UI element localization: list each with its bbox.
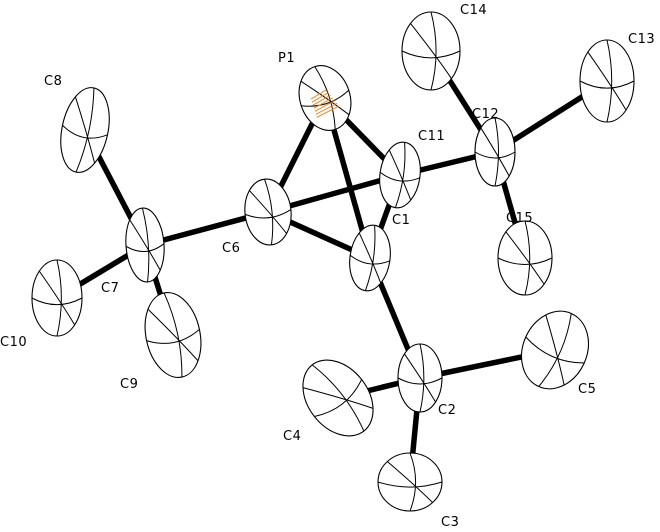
ellipsoid-c13: [579, 39, 635, 123]
octant-line-c14-2: [410, 23, 452, 79]
atom-p1: [298, 65, 352, 131]
atom-c12: [474, 117, 516, 187]
atom-c4: [302, 359, 374, 437]
octant-line-c11-2: [388, 149, 412, 201]
atom-c8: [60, 87, 110, 173]
octant-line-c15-2: [505, 231, 545, 285]
octant-line-p1-1: [314, 66, 336, 130]
atom-label-p1: P1: [278, 51, 295, 66]
atom-c9: [144, 292, 202, 378]
atom-c10: [31, 259, 83, 337]
atom-c11: [379, 141, 421, 209]
octant-line-c12-2: [480, 127, 510, 177]
atom-layer: [31, 11, 635, 512]
atom-label-c14: C14: [460, 3, 487, 18]
octant-line-c10-1: [56, 259, 62, 337]
octant-line-c6-0: [244, 209, 292, 219]
octant-line-c10-2: [39, 271, 75, 325]
octant-line-c3-0: [377, 481, 443, 488]
octant-line-c2-0: [397, 377, 443, 385]
ellipsoid-c4: [302, 359, 374, 437]
octant-line-c2-1: [419, 343, 425, 413]
octant-line-c11-1: [394, 142, 406, 208]
atom-label-c10: C10: [0, 335, 27, 350]
hatch-line-p1-3: [313, 97, 333, 109]
atom-c3: [377, 452, 443, 512]
octant-line-c4-0: [314, 379, 363, 417]
atom-label-c13: C13: [628, 32, 655, 47]
hatch-line-p1-2: [312, 94, 331, 106]
octant-line-c8-2: [75, 97, 95, 163]
octant-line-c13-2: [587, 52, 627, 110]
octant-line-c13-1: [606, 39, 613, 123]
octant-line-c12-1: [494, 117, 499, 187]
hatch-line-p1-0: [310, 89, 327, 100]
atom-c14: [401, 11, 461, 91]
octant-line-p1-0: [301, 89, 350, 107]
octant-line-c9-2: [147, 309, 199, 361]
octant-line-c9-1: [163, 292, 183, 378]
octant-line-c6-1: [264, 179, 274, 245]
octant-line-c7-0: [125, 243, 165, 252]
octant-line-c15-0: [497, 257, 553, 265]
octant-line-c5-2: [545, 315, 565, 385]
octant-line-c1-0: [349, 254, 390, 265]
atom-label-c11: C11: [418, 129, 445, 144]
octant-line-c11-0: [379, 171, 420, 182]
atom-c15: [497, 220, 553, 296]
atom-label-c9: C9: [120, 377, 138, 392]
octant-line-c4-2: [303, 387, 373, 409]
atom-c13: [579, 39, 635, 123]
hatch-line-p1-6: [316, 105, 340, 118]
atom-label-c3: C3: [441, 515, 459, 530]
hatch-line-p1-5: [315, 102, 338, 115]
octant-line-c1-2: [358, 232, 382, 284]
octant-line-c5-0: [525, 336, 585, 364]
atom-label-c15: C15: [506, 211, 533, 226]
hatch-line-p1-4: [314, 100, 336, 112]
ellipsoid-c9: [144, 292, 202, 378]
octant-line-c2-2: [404, 353, 436, 403]
octant-line-c10-0: [31, 297, 83, 306]
atom-c7: [125, 207, 165, 283]
octant-line-c14-1: [430, 11, 437, 91]
octant-line-c3-1: [409, 452, 417, 512]
atom-label-c7: C7: [101, 281, 119, 296]
atom-c2: [397, 343, 443, 413]
atom-label-c4: C4: [283, 429, 301, 444]
atom-label-c5: C5: [578, 382, 596, 397]
octant-line-c13-0: [579, 80, 635, 89]
ellipsoid-c10: [31, 259, 83, 337]
octant-line-c5-1: [538, 313, 572, 387]
atom-label-c2: C2: [438, 403, 456, 418]
atom-c1: [349, 224, 391, 292]
octant-line-c8-1: [75, 87, 95, 173]
atom-label-c8: C8: [44, 74, 62, 89]
atom-label-c6: C6: [222, 241, 240, 256]
atom-c6: [244, 178, 292, 246]
octant-line-c9-0: [146, 329, 200, 344]
octant-line-c3-2: [387, 461, 433, 503]
octant-line-c7-1: [141, 207, 150, 282]
atom-label-c1: C1: [392, 213, 410, 228]
octant-line-c6-2: [249, 190, 287, 234]
ellipsoid-c8: [60, 87, 110, 173]
octant-line-c8-0: [62, 124, 108, 139]
hatch-line-p1-1: [311, 92, 329, 103]
octant-line-p1-2: [300, 81, 350, 115]
octant-line-c14-0: [401, 50, 461, 59]
octant-line-c7-2: [129, 219, 161, 271]
atom-label-c12: C12: [472, 107, 499, 122]
atom-c5: [520, 310, 590, 390]
octant-line-c12-0: [474, 151, 516, 159]
octant-line-c4-1: [311, 364, 365, 432]
octant-line-c1-1: [364, 225, 376, 291]
octant-line-c15-1: [524, 220, 531, 296]
